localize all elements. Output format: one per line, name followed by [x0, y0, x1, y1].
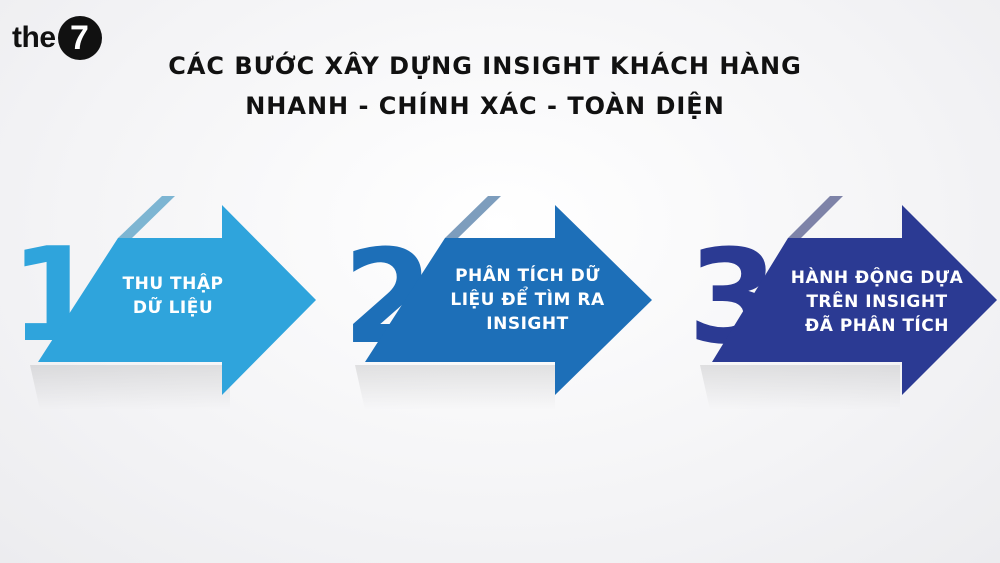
step-2-label-line-3: INSIGHT: [486, 314, 569, 334]
step-1-label-line-1: THU THẬP: [122, 274, 224, 294]
page-title: CÁC BƯỚC XÂY DỰNG INSIGHT KHÁCH HÀNG NHA…: [0, 46, 970, 126]
step-2-arrow: [365, 205, 652, 395]
logo-text: the: [12, 21, 56, 54]
title-line-1: CÁC BƯỚC XÂY DỰNG INSIGHT KHÁCH HÀNG: [168, 52, 802, 80]
step-1: 1: [10, 196, 316, 410]
step-3-label-line-3: ĐÃ PHÂN TÍCH: [805, 316, 949, 336]
step-1-fold: [118, 196, 175, 238]
step-1-label: THU THẬP DỮ LIỆU: [108, 272, 238, 320]
step-2-label-line-2: LIỆU ĐỂ TÌM RA: [450, 290, 605, 310]
step-2-label: PHÂN TÍCH DỮ LIỆU ĐỂ TÌM RA INSIGHT: [440, 264, 615, 336]
step-3-arrow: [712, 205, 997, 395]
step-2-label-line-1: PHÂN TÍCH DỮ: [455, 266, 600, 286]
step-2-shadow: [355, 365, 555, 410]
logo-badge: 7: [57, 16, 102, 60]
step-2-fold: [445, 196, 501, 238]
step-1-arrow: [38, 205, 316, 395]
step-2: 2: [343, 196, 652, 410]
brand-logo: the 7: [12, 14, 102, 62]
step-3-fold: [788, 196, 843, 238]
step-1-shadow: [30, 365, 230, 410]
step-3: 3: [688, 196, 997, 410]
step-1-label-line-2: DỮ LIỆU: [132, 298, 214, 318]
step-3-shadow: [700, 365, 900, 410]
title-line-2: NHANH - CHÍNH XÁC - TOÀN DIỆN: [245, 92, 725, 120]
step-3-label: HÀNH ĐỘNG DỰA TRÊN INSIGHT ĐÃ PHÂN TÍCH: [782, 266, 972, 338]
step-3-label-line-2: TRÊN INSIGHT: [806, 292, 948, 312]
step-3-label-line-1: HÀNH ĐỘNG DỰA: [790, 268, 964, 288]
